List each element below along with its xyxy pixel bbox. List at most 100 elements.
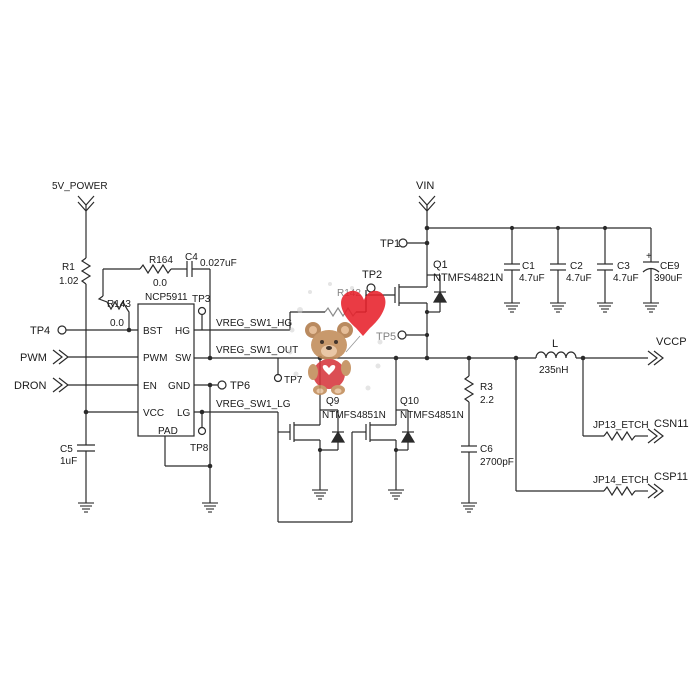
test-point-tp6[interactable] <box>217 380 227 390</box>
pin-pwm: PWM <box>143 353 167 364</box>
vccp-output-arrow <box>647 350 664 366</box>
q10-part: NTMFS4851N <box>400 410 464 421</box>
pwm-input-arrow <box>52 349 69 365</box>
test-point-tp3[interactable] <box>197 306 207 316</box>
r164-ref: R164 <box>149 255 173 266</box>
r164-value: 0.0 <box>153 278 167 289</box>
q9-part: NTMFS4851N <box>322 410 386 421</box>
ground-symbol <box>504 302 520 313</box>
label-5v-power: 5V_POWER <box>52 181 108 192</box>
bootstrap-network: R164 0.0 C4 0.027uF R143 0.0 <box>97 252 237 358</box>
jumper-jp13-etch <box>603 430 636 442</box>
pin-lg: LG <box>177 408 191 419</box>
resistor-r1 <box>80 257 92 285</box>
c2-value: 4.7uF <box>566 273 592 284</box>
r143-value: 0.0 <box>110 318 124 329</box>
ground-symbol <box>388 489 404 500</box>
ic-name: NCP5911 <box>145 292 188 303</box>
c6-ref: C6 <box>480 444 493 455</box>
csp-net-label: CSP11 <box>654 471 688 483</box>
q10-ref: Q10 <box>400 396 419 407</box>
test-point-tp4[interactable] <box>57 325 67 335</box>
tp6-label: TP6 <box>230 380 250 392</box>
tp1-label: TP1 <box>380 238 400 250</box>
c3-ref: C3 <box>617 261 630 272</box>
r3-ref: R3 <box>480 382 493 393</box>
c5-ref: C5 <box>60 444 73 455</box>
tp4-label: TP4 <box>30 325 50 337</box>
c5-value: 1uF <box>60 456 77 467</box>
vin-rail: VIN TP1 C1 4.7uF C2 4.7uF C3 4.7uF <box>380 180 682 313</box>
c2-ref: C2 <box>570 261 583 272</box>
mosfet-q10: Q10 NTMFS4851N <box>352 355 464 490</box>
ce9-ref: CE9 <box>660 261 680 272</box>
test-point-tp8[interactable] <box>197 426 207 436</box>
label-vreg-hg: VREG_SW1_HG <box>216 318 292 329</box>
l-value: 235nH <box>539 365 568 376</box>
inductor-l <box>535 351 577 359</box>
driver-ic-ncp5911: NCP5911 BST PWM EN VCC HG SW GND LG PAD <box>137 292 195 437</box>
ce9-value: 390uF <box>654 273 682 284</box>
r1-value: 1.02 <box>59 276 79 287</box>
resistor-r3 <box>463 375 475 403</box>
c1-value: 4.7uF <box>519 273 545 284</box>
pin-en: EN <box>143 381 157 392</box>
tp8-label: TP8 <box>190 443 209 454</box>
dron-net-label: DRON <box>14 380 46 392</box>
ce9-polarity: + <box>646 251 652 262</box>
c1-ref: C1 <box>522 261 535 272</box>
jp14-ref: JP14_ETCH <box>593 475 649 486</box>
c4-ref: C4 <box>185 252 198 263</box>
ground-symbol <box>597 302 613 313</box>
snubber-network: R3 2.2 C6 2700pF <box>461 355 514 513</box>
ground-symbol <box>550 302 566 313</box>
ground-symbol <box>312 489 328 500</box>
test-point-tp5[interactable] <box>397 330 407 340</box>
label-vin: VIN <box>416 180 434 192</box>
vccp-net-label: VCCP <box>656 336 687 348</box>
q1-ref: Q1 <box>433 259 448 271</box>
resistor-r143 <box>97 295 130 330</box>
label-vreg-lg: VREG_SW1_LG <box>216 399 291 410</box>
pin-hg: HG <box>175 326 190 337</box>
tp7-label: TP7 <box>284 375 303 386</box>
ground-symbol <box>78 502 94 513</box>
pin-pad: PAD <box>158 426 178 437</box>
r3-value: 2.2 <box>480 395 494 406</box>
csn-net-label: CSN11 <box>654 418 689 430</box>
high-side-mosfet-q1: R142 TP2 Q1 NTMFS4821N TP5 <box>289 259 503 361</box>
jp13-ref: JP13_ETCH <box>593 420 649 431</box>
ground-symbol <box>643 302 659 313</box>
r1-ref: R1 <box>62 262 75 273</box>
test-point-tp7[interactable] <box>273 373 283 383</box>
low-side-mosfets: Q9 NTMFS4851N Q10 NTMFS4851N <box>277 355 464 523</box>
pwm-net-label: PWM <box>20 352 47 364</box>
ground-symbol <box>202 502 218 513</box>
resistor-r164 <box>139 263 172 275</box>
dron-input-arrow <box>52 377 69 393</box>
q9-ref: Q9 <box>326 396 340 407</box>
r143-ref: R143 <box>107 299 131 310</box>
label-vreg-out: VREG_SW1_OUT <box>216 345 298 356</box>
jumper-jp14-etch <box>603 485 636 497</box>
c4-value: 0.027uF <box>200 258 237 269</box>
pin-gnd: GND <box>168 381 190 392</box>
teddy-bear-watermark-icon <box>287 282 386 395</box>
csp-output-arrow <box>647 483 664 499</box>
net-5v-power: 5V_POWER R1 1.02 C5 1uF <box>52 181 138 513</box>
ground-symbol <box>461 502 477 513</box>
pin-sw: SW <box>175 353 192 364</box>
inputs: TP4 PWM DRON <box>14 325 138 393</box>
test-point-tp1[interactable] <box>398 238 408 248</box>
c3-value: 4.7uF <box>613 273 639 284</box>
driver-outputs: VREG_SW1_HG TP3 VREG_SW1_OUT TP7 TP6 VRE… <box>164 294 516 513</box>
pin-bst: BST <box>143 326 162 337</box>
l-ref: L <box>552 338 558 350</box>
q1-part: NTMFS4821N <box>433 272 503 284</box>
tp2-label: TP2 <box>362 269 382 281</box>
tp3-label: TP3 <box>192 294 211 305</box>
c6-value: 2700pF <box>480 457 514 468</box>
output-stage: L 235nH VCCP JP13_ETCH CSN11 JP14_ETCH C… <box>513 336 689 499</box>
pin-vcc: VCC <box>143 408 164 419</box>
